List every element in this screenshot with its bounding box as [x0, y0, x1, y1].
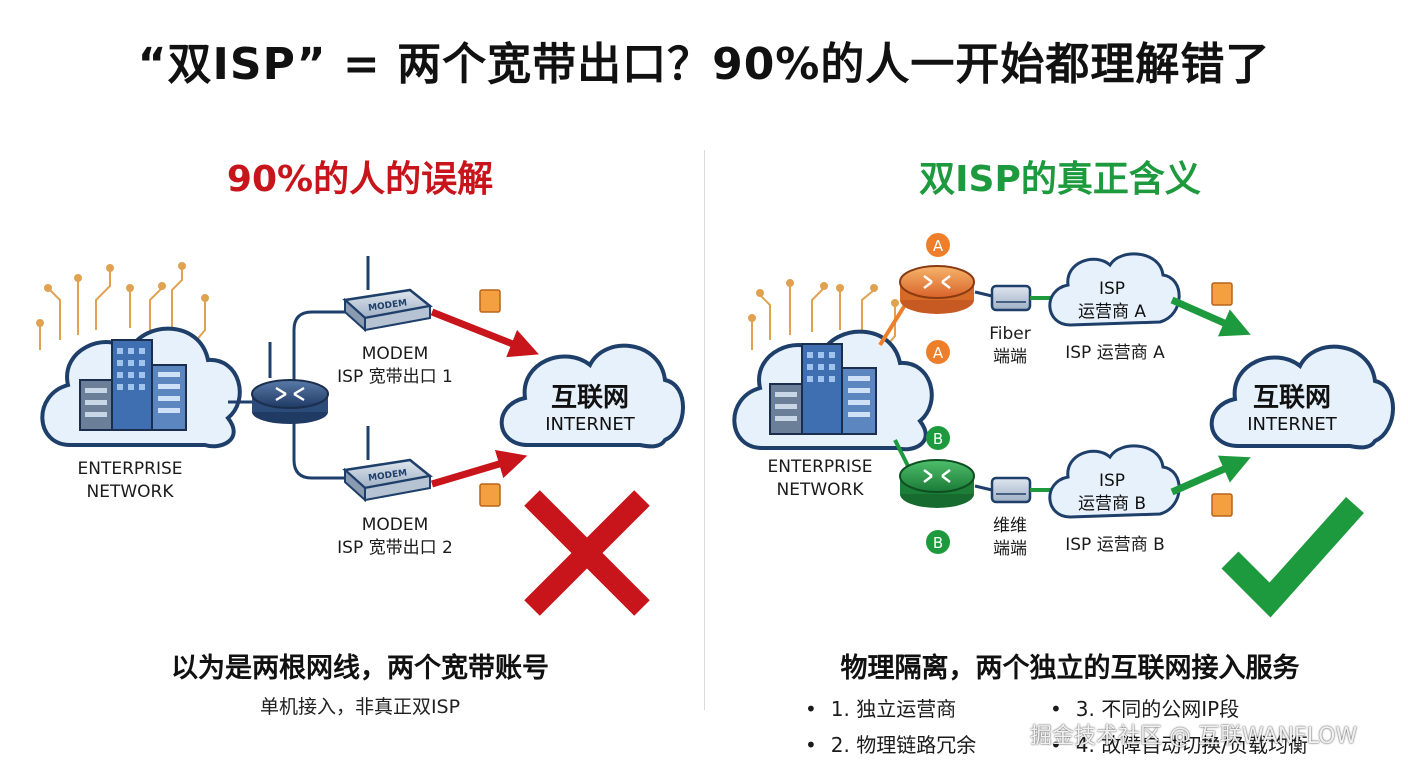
green-arrow-b — [1170, 455, 1251, 496]
modem-2-icon: MODEM — [342, 426, 433, 503]
router-b-icon — [899, 459, 975, 508]
router-icon — [251, 342, 329, 424]
correct-check-icon — [1221, 496, 1364, 618]
bullet-2: 2. 物理链路冗余 — [805, 729, 976, 758]
router-a-badge-top: A — [933, 237, 944, 255]
page-title: “双ISP” = 两个宽带出口？90%的人一开始都理解错了 — [137, 39, 1271, 90]
terminal-b-label: 维维 端端 — [993, 516, 1027, 559]
isp-b-cloud-line-1: ISP — [1099, 471, 1125, 491]
fiber-terminal-a-icon — [990, 284, 1032, 312]
enterprise-building-icon — [79, 339, 187, 431]
circuit-decoration-icon — [36, 262, 209, 350]
misconception-heading: 90%的人的误解 — [226, 159, 494, 200]
bullet-4: 4. 故障自动切换/负载均衡 — [1050, 729, 1308, 758]
isp-a-label: ISP 运营商 A — [1065, 343, 1165, 363]
green-arrow-a — [1170, 296, 1251, 337]
right-enterprise-label: ENTERPRISE NETWORK — [767, 457, 873, 500]
terminal-a-label: Fiber 端端 — [989, 324, 1031, 367]
misconception-summary: 以为是两根网线，两个宽带账号 — [171, 653, 549, 684]
misconception-subtext: 单机接入，非真正双ISP — [259, 696, 461, 718]
modem-1-icon: MODEM — [342, 256, 433, 333]
section-divider — [704, 150, 705, 710]
true-meaning-summary: 物理隔离，两个独立的互联网接入服务 — [840, 653, 1300, 684]
folder-icon — [479, 289, 501, 507]
isp-b-cloud — [1048, 444, 1181, 519]
router-b-badge-bottom: B — [933, 534, 943, 552]
modem-1-label: MODEM ISP 宽带出口 1 — [337, 344, 453, 387]
isp-a-cloud-line-1: ISP — [1099, 279, 1125, 299]
modem-2-label: MODEM ISP 宽带出口 2 — [337, 515, 453, 558]
isp-b-label: ISP 运营商 B — [1065, 535, 1165, 555]
bullet-1: 1. 独立运营商 — [805, 693, 956, 722]
isp-a-cloud — [1048, 252, 1181, 327]
internet-cloud-left — [499, 343, 685, 449]
router-b-badge-top: B — [933, 430, 943, 448]
internet-cloud-right — [1209, 344, 1395, 450]
wrong-x-icon — [524, 490, 650, 616]
circuit-decoration-icon — [748, 279, 899, 350]
internet-en-right: INTERNET — [1247, 414, 1337, 435]
fiber-terminal-b-icon — [990, 476, 1032, 504]
internet-cn-right: 互联网 — [1253, 383, 1331, 413]
folder-icon — [1211, 282, 1233, 517]
red-arrow-1 — [430, 308, 539, 358]
enterprise-building-icon — [769, 343, 877, 435]
bullet-3: 3. 不同的公网IP段 — [1050, 693, 1239, 722]
isp-b-cloud-line-2: 运营商 B — [1078, 494, 1146, 514]
router-a-badge-bottom: A — [933, 344, 944, 362]
red-arrow-2 — [431, 449, 528, 488]
internet-en-left: INTERNET — [545, 414, 635, 435]
router-a-icon — [899, 265, 975, 314]
true-meaning-heading: 双ISP的真正含义 — [919, 159, 1201, 200]
internet-cn-left: 互联网 — [551, 383, 629, 413]
isp-a-cloud-line-2: 运营商 A — [1078, 302, 1146, 322]
left-enterprise-label: ENTERPRISE NETWORK — [77, 459, 183, 502]
watermark: 掘金技术社区 @ 互联WANFLOW — [1030, 724, 1358, 749]
